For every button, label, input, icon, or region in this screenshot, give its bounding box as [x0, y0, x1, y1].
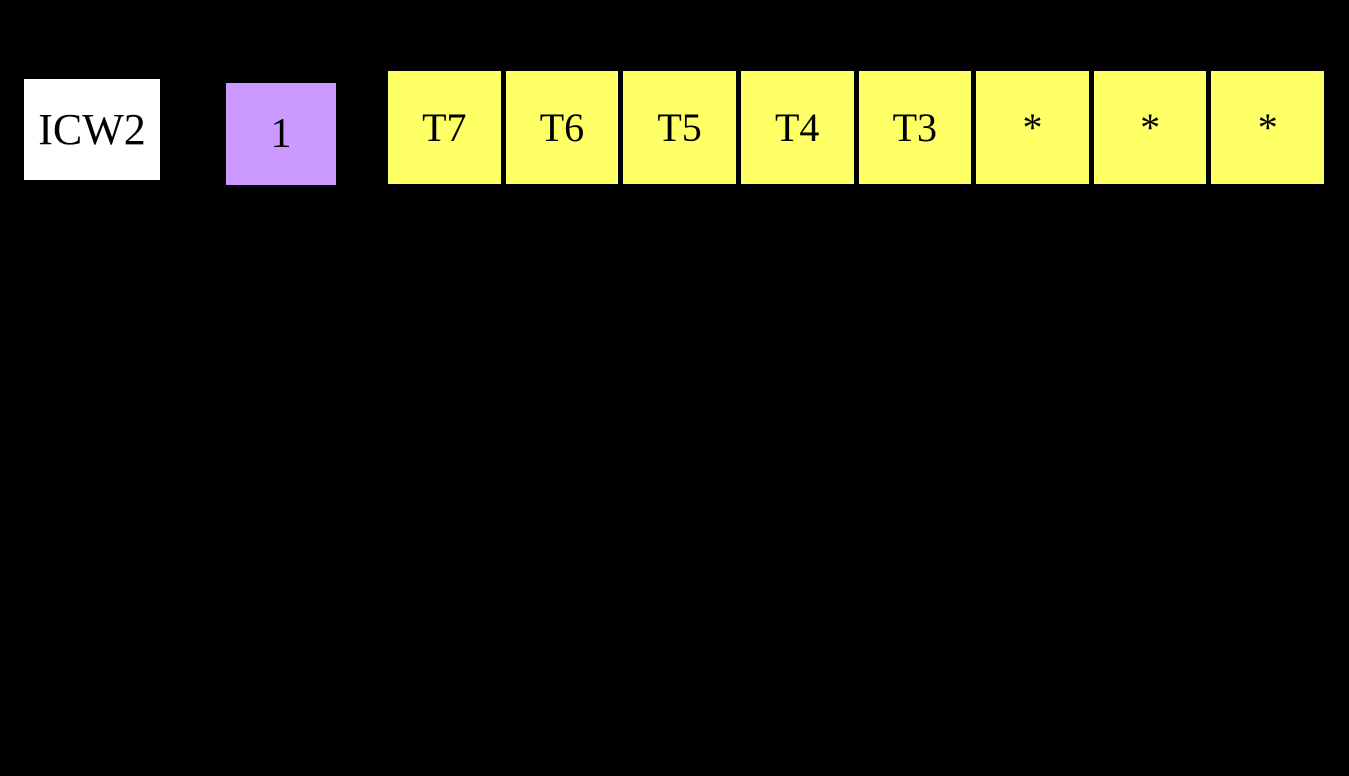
- bit-cell-t5: T5: [623, 71, 741, 184]
- bit-cell-star-3: *: [1211, 71, 1324, 184]
- bit-cell-label: T7: [422, 105, 467, 150]
- bit-cell-label: *: [1257, 105, 1278, 150]
- bit-cell-star-1: *: [976, 71, 1094, 184]
- indicator-box: 1: [226, 83, 336, 185]
- bit-cell-label: T5: [657, 105, 702, 150]
- bit-cell-t7: T7: [388, 71, 506, 184]
- bit-cell-label: T6: [539, 105, 585, 150]
- indicator-label: 1: [270, 111, 292, 157]
- bit-cell-label: *: [1022, 105, 1043, 150]
- bit-cell-label: T3: [892, 105, 938, 150]
- bit-cell-t3: T3: [858, 71, 977, 184]
- bit-cell-star-2: *: [1093, 71, 1212, 184]
- bit-cell-label: *: [1140, 105, 1161, 150]
- bit-cell-row: T7 T6 T5 T4 T3 * * *: [388, 71, 1324, 184]
- bit-cell-t6: T6: [505, 71, 624, 184]
- register-name-label: ICW2: [38, 105, 146, 154]
- register-name-box: ICW2: [24, 79, 160, 180]
- bit-cell-label: T4: [774, 105, 820, 150]
- bit-cell-t4: T4: [740, 71, 859, 184]
